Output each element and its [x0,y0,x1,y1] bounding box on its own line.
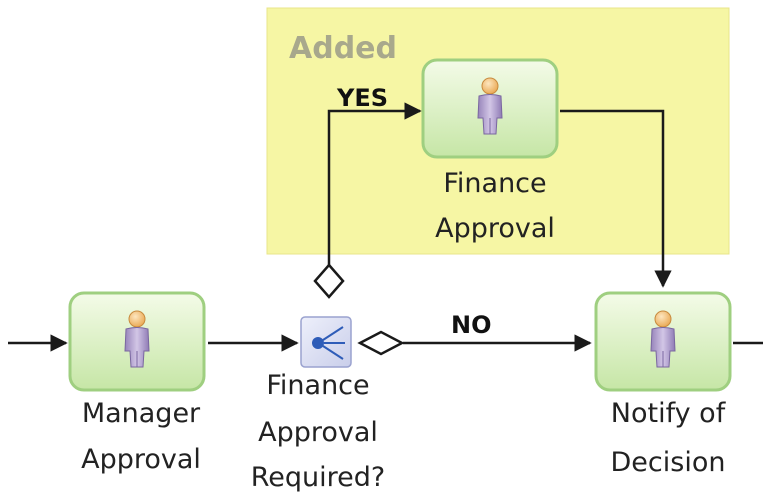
yes-label: YES [336,84,388,112]
task-label-line2: Approval [435,213,555,244]
task-label-line1: Notify of [611,398,727,429]
gateway-broadcast-icon [312,326,345,360]
gateway-finance-approval-required[interactable]: Finance Approval Required? [251,316,386,493]
task-notify-of-decision[interactable]: Notify of Decision [594,291,732,478]
task-label-line2: Decision [611,447,726,478]
finance-to-notify-arrow [560,109,672,288]
task-finance-approval[interactable]: Finance Approval [421,58,559,244]
gateway-label-line2: Approval [258,417,378,448]
gateway-label-line1: Finance [266,370,369,401]
gateway-label-line3: Required? [251,462,386,493]
no-label: NO [451,311,492,339]
task-label-line1: Manager [82,398,201,429]
task-label-line1: Finance [443,168,546,199]
yes-condition-diamond [313,263,345,299]
task-manager-approval[interactable]: Manager Approval [68,291,206,475]
task-label-line2: Approval [81,444,201,475]
yes-flow-arrow [327,102,422,277]
added-region-label: Added [289,31,397,66]
connectors [8,102,763,352]
no-condition-diamond [357,330,405,356]
